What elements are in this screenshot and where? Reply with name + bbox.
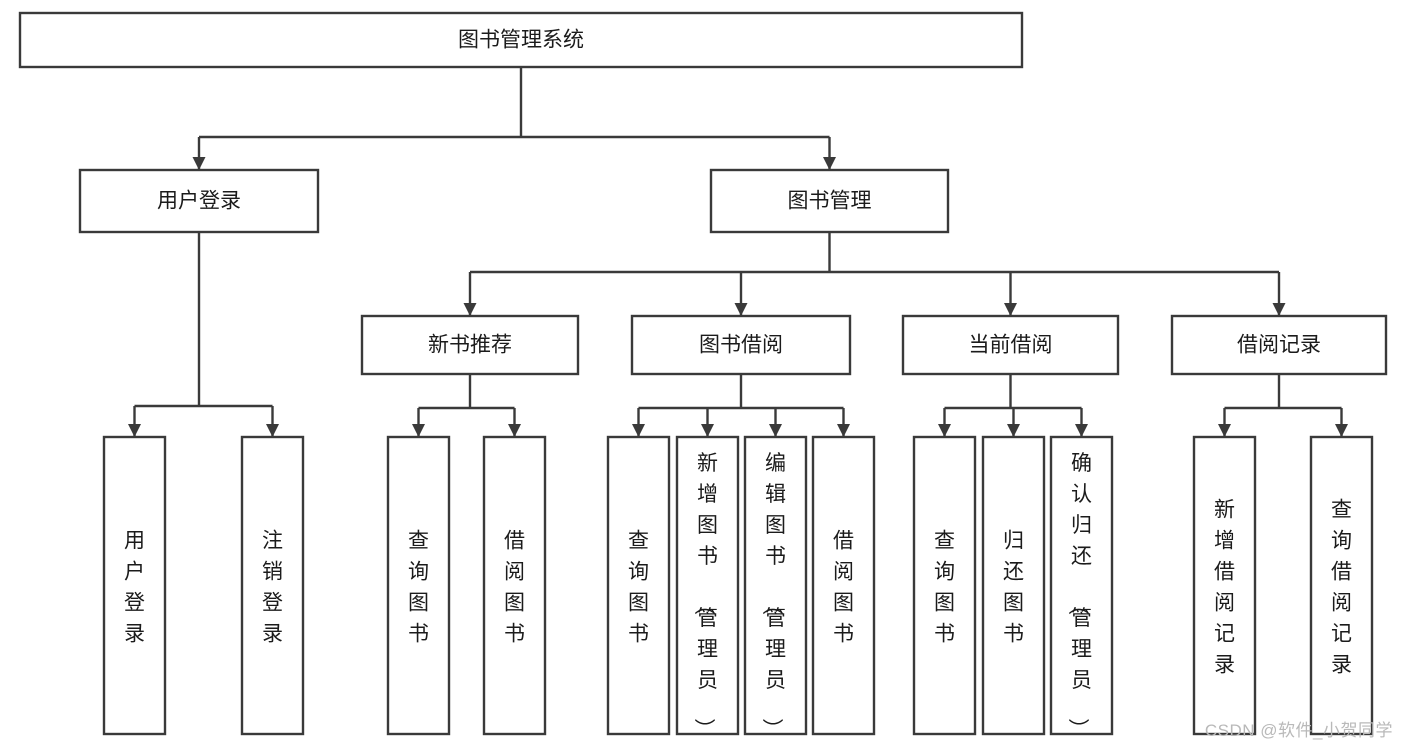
node-新增图书管理员-leaf-5[interactable]: 新增图书（管理员） bbox=[675, 435, 740, 739]
node-label: 借阅图书 bbox=[504, 530, 525, 646]
node-box[interactable] bbox=[360, 314, 580, 376]
arrow-head-icon bbox=[508, 424, 521, 437]
node-注销登录-leaf-1[interactable]: 注销登录 bbox=[240, 435, 305, 736]
node-查询图书-leaf-4[interactable]: 查询图书 bbox=[606, 435, 671, 736]
node-label: 用户登录 bbox=[157, 190, 241, 213]
arrow-head-icon bbox=[463, 303, 477, 316]
node-label: 确认归还（管理员） bbox=[1066, 452, 1092, 739]
arrow-head-icon bbox=[1272, 303, 1286, 316]
node-box[interactable] bbox=[1049, 435, 1114, 736]
node-图书借阅-l3[interactable]: 图书借阅 bbox=[630, 314, 852, 376]
node-box[interactable] bbox=[1170, 314, 1388, 376]
arrow-head-icon bbox=[632, 424, 645, 437]
node-查询图书-leaf-2[interactable]: 查询图书 bbox=[386, 435, 451, 736]
node-label: 图书借阅 bbox=[699, 334, 783, 357]
arrow-head-icon bbox=[192, 157, 206, 170]
node-box[interactable] bbox=[1309, 435, 1374, 736]
arrow-head-icon bbox=[701, 424, 714, 437]
node-确认归还管理员-leaf-10[interactable]: 确认归还（管理员） bbox=[1049, 435, 1114, 739]
node-图书管理-l2[interactable]: 图书管理 bbox=[709, 168, 950, 234]
node-label: 当前借阅 bbox=[969, 334, 1053, 357]
arrow-head-icon bbox=[734, 303, 748, 316]
arrow-head-icon bbox=[1007, 424, 1020, 437]
node-label: 用户登录 bbox=[124, 530, 145, 646]
arrow-head-icon bbox=[769, 424, 782, 437]
connectors-layer bbox=[128, 67, 1348, 437]
node-借阅记录-l3[interactable]: 借阅记录 bbox=[1170, 314, 1388, 376]
node-box[interactable] bbox=[981, 435, 1046, 736]
node-label: 查询图书 bbox=[408, 530, 429, 646]
node-借阅图书-leaf-7[interactable]: 借阅图书 bbox=[811, 435, 876, 736]
node-label: 新书推荐 bbox=[428, 334, 512, 357]
nodes-layer: 图书管理系统用户登录图书管理新书推荐图书借阅当前借阅借阅记录用户登录注销登录查询… bbox=[18, 11, 1388, 739]
node-box[interactable] bbox=[240, 435, 305, 736]
node-label: 注销登录 bbox=[262, 530, 283, 646]
node-用户登录-l2[interactable]: 用户登录 bbox=[78, 168, 320, 234]
node-查询图书-leaf-8[interactable]: 查询图书 bbox=[912, 435, 977, 736]
node-label: 借阅图书 bbox=[833, 530, 854, 646]
node-图书管理系统-root[interactable]: 图书管理系统 bbox=[18, 11, 1024, 69]
node-box[interactable] bbox=[630, 314, 852, 376]
node-box[interactable] bbox=[675, 435, 740, 736]
node-label: 图书管理系统 bbox=[458, 29, 584, 52]
node-新增借阅记录-leaf-11[interactable]: 新增借阅记录 bbox=[1192, 435, 1257, 736]
node-box[interactable] bbox=[1192, 435, 1257, 736]
node-归还图书-leaf-9[interactable]: 归还图书 bbox=[981, 435, 1046, 736]
node-box[interactable] bbox=[743, 435, 808, 736]
arrow-head-icon bbox=[837, 424, 850, 437]
watermark-text: CSDN @软件_小贺同学 bbox=[1204, 721, 1393, 740]
node-box[interactable] bbox=[811, 435, 876, 736]
node-label: 借阅记录 bbox=[1237, 334, 1321, 357]
arrow-head-icon bbox=[1218, 424, 1231, 437]
node-box[interactable] bbox=[78, 168, 320, 234]
node-新书推荐-l3[interactable]: 新书推荐 bbox=[360, 314, 580, 376]
node-label: 编辑图书（管理员） bbox=[760, 452, 786, 739]
node-当前借阅-l3[interactable]: 当前借阅 bbox=[901, 314, 1120, 376]
arrow-head-icon bbox=[1335, 424, 1348, 437]
node-借阅图书-leaf-3[interactable]: 借阅图书 bbox=[482, 435, 547, 736]
node-label: 查询借阅记录 bbox=[1331, 499, 1352, 677]
arrow-head-icon bbox=[1004, 303, 1017, 316]
node-编辑图书管理员-leaf-6[interactable]: 编辑图书（管理员） bbox=[743, 435, 808, 739]
node-box[interactable] bbox=[386, 435, 451, 736]
node-box[interactable] bbox=[709, 168, 950, 234]
node-label: 图书管理 bbox=[788, 190, 872, 213]
node-查询借阅记录-leaf-12[interactable]: 查询借阅记录 bbox=[1309, 435, 1374, 736]
arrow-head-icon bbox=[1075, 424, 1088, 437]
node-label: 新增借阅记录 bbox=[1214, 499, 1235, 677]
node-box[interactable] bbox=[901, 314, 1120, 376]
arrow-head-icon bbox=[938, 424, 951, 437]
node-box[interactable] bbox=[482, 435, 547, 736]
node-label: 查询图书 bbox=[628, 530, 649, 646]
arrow-head-icon bbox=[128, 424, 141, 437]
node-box[interactable] bbox=[102, 435, 167, 736]
arrow-head-icon bbox=[823, 157, 836, 170]
node-label: 查询图书 bbox=[934, 530, 955, 646]
node-box[interactable] bbox=[912, 435, 977, 736]
node-label: 新增图书（管理员） bbox=[692, 452, 718, 739]
arrow-head-icon bbox=[266, 424, 279, 437]
node-box[interactable] bbox=[606, 435, 671, 736]
arrow-head-icon bbox=[412, 424, 425, 437]
node-box[interactable] bbox=[18, 11, 1024, 69]
node-用户登录-leaf-0[interactable]: 用户登录 bbox=[102, 435, 167, 736]
node-label: 归还图书 bbox=[1003, 530, 1024, 646]
